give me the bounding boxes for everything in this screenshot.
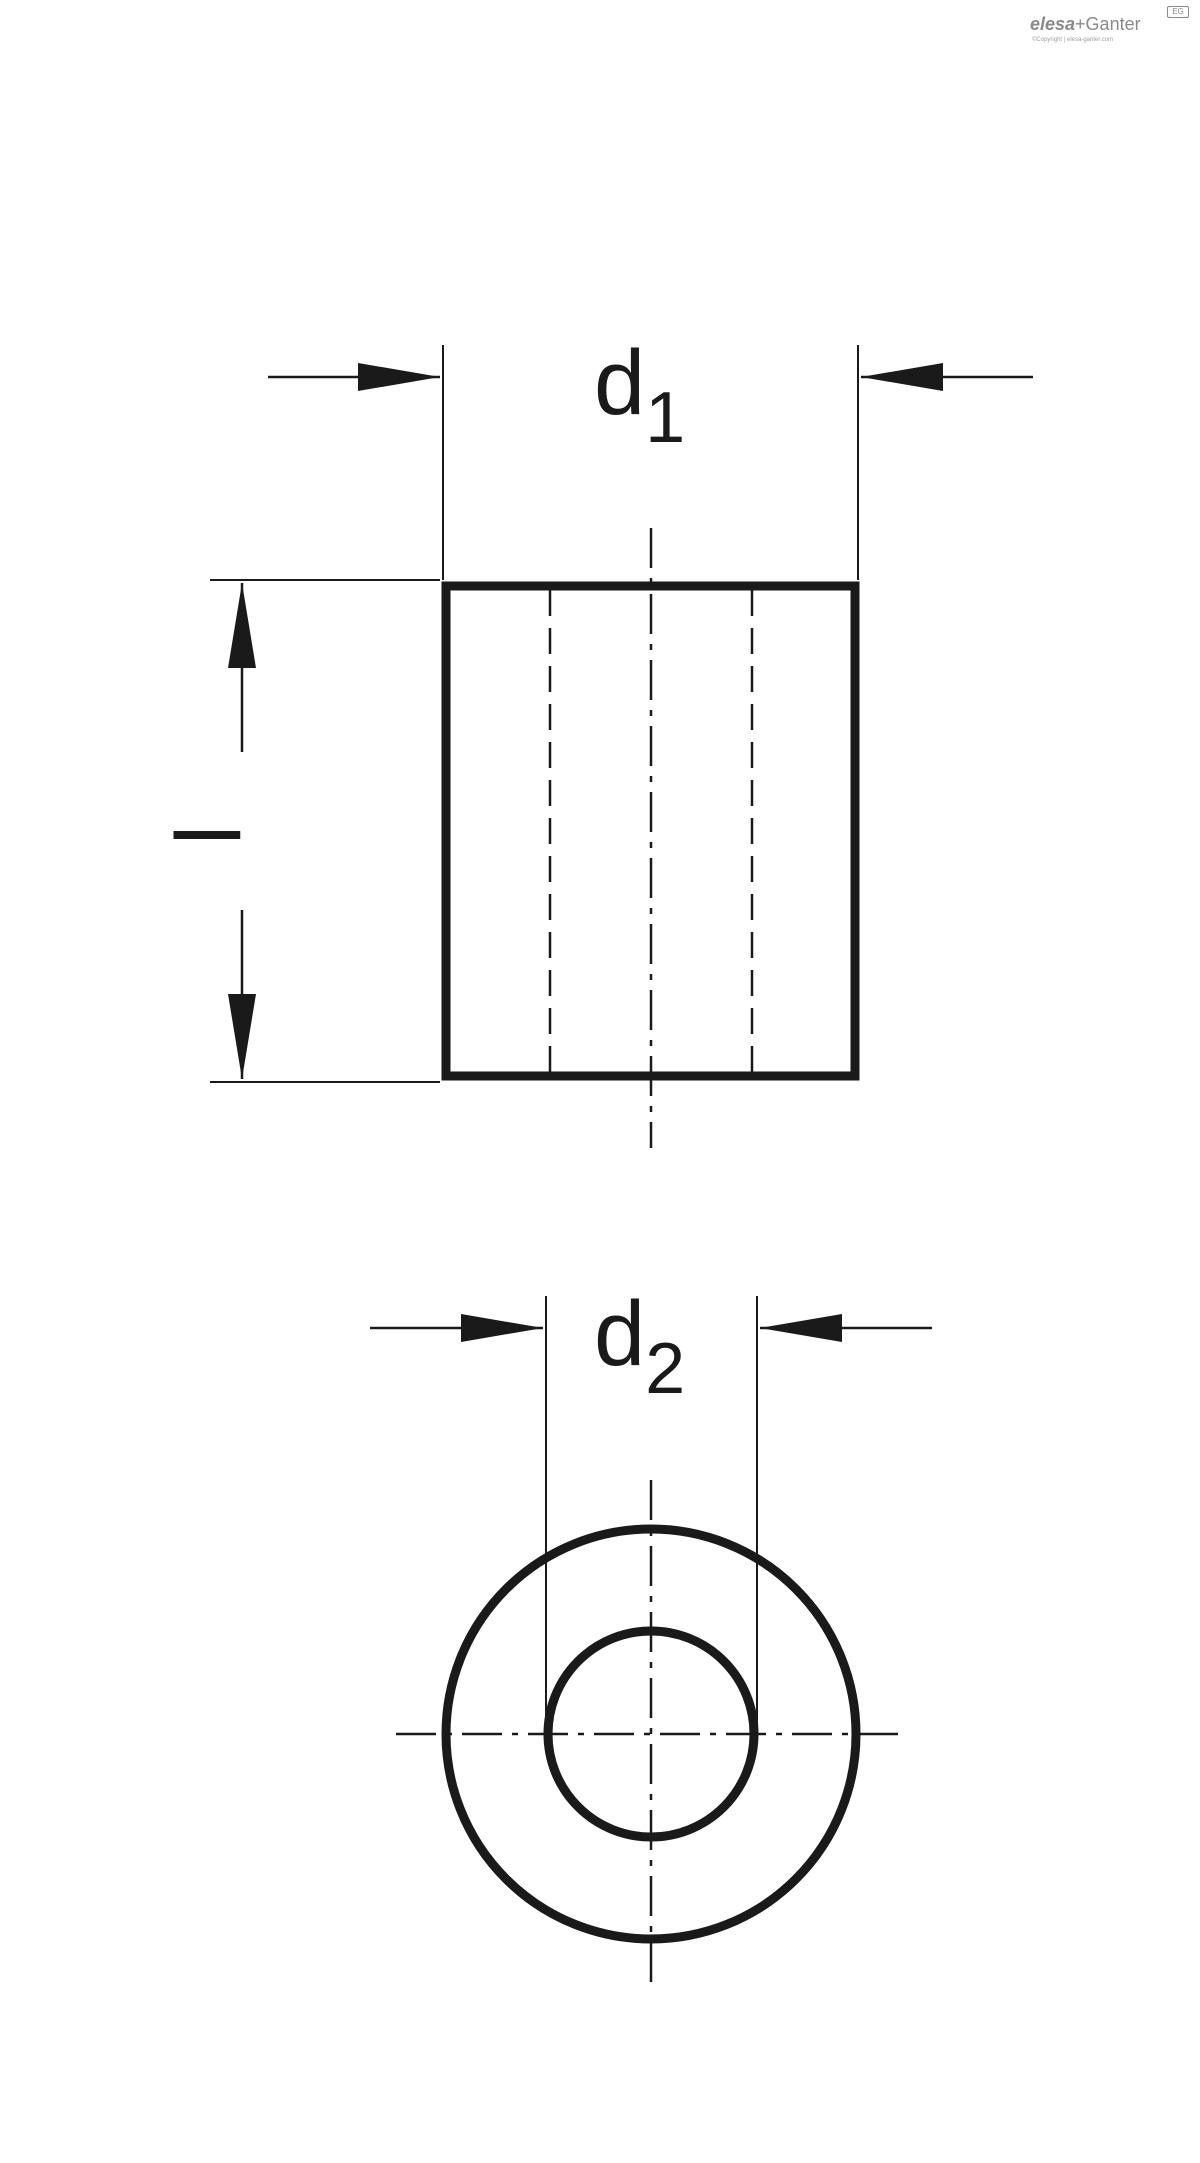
- logo-copyright: ©Copyright | elesa-ganter.com: [1032, 37, 1114, 43]
- d2-arrowhead-left: [461, 1314, 543, 1342]
- length-dimension: [210, 579, 440, 1083]
- d1-arrowhead-left: [358, 363, 440, 391]
- d2-arrowhead-right: [760, 1314, 842, 1342]
- length-arrowhead-bottom: [228, 994, 256, 1079]
- logo-brand-prefix: elesa: [1030, 14, 1076, 34]
- d2-symbol: d: [594, 1283, 645, 1385]
- logo-brand-suffix: +Ganter: [1075, 14, 1141, 34]
- length-arrowhead-top: [228, 583, 256, 668]
- d1-arrowhead-right: [861, 363, 943, 391]
- d1-label: d1: [594, 332, 685, 458]
- d2-label: d2: [594, 1283, 685, 1409]
- length-label: l: [158, 825, 260, 845]
- logo-badge: EG: [1167, 6, 1189, 18]
- end-view: [396, 1480, 906, 1990]
- side-view: [441, 528, 860, 1148]
- d1-symbol: d: [594, 332, 645, 434]
- d2-dimension: [370, 1296, 932, 1734]
- d2-subscript: 2: [645, 1329, 685, 1409]
- logo-brand-text: elesa+Ganter: [1030, 14, 1141, 35]
- d1-subscript: 1: [645, 378, 685, 458]
- d1-dimension: [268, 345, 1033, 580]
- elesa-ganter-logo: elesa+Ganter EG ©Copyright | elesa-gante…: [1030, 6, 1190, 46]
